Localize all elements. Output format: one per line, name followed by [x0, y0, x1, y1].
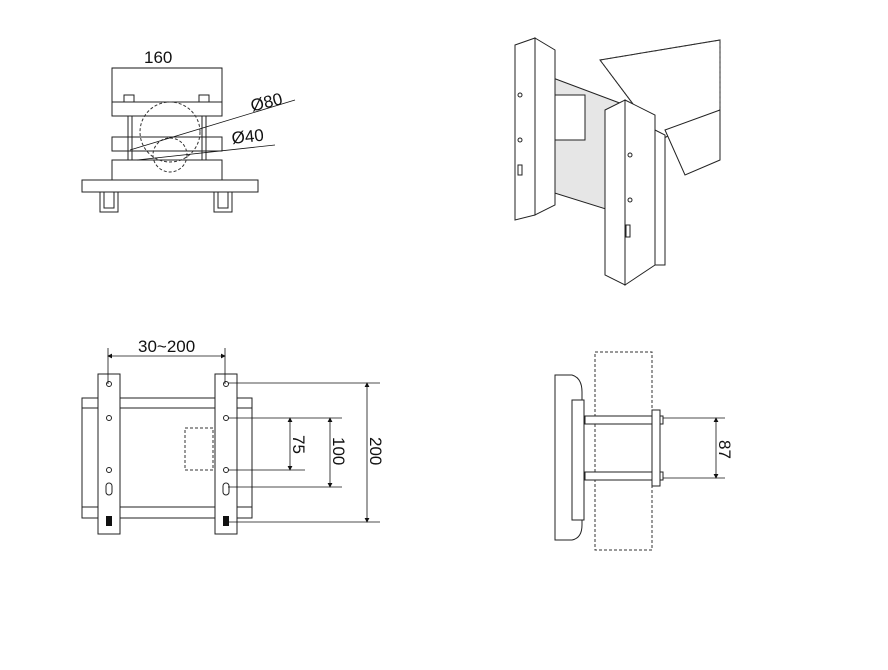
side-view: 87 — [554, 351, 734, 551]
dimension-100-label: 100 — [329, 437, 348, 465]
dimension-diameter-40-label: Ø40 — [231, 126, 265, 148]
dimension-diameter-80-label: Ø80 — [249, 89, 285, 115]
dimension-87-label: 87 — [715, 440, 734, 459]
dimension-75-label: 75 — [289, 435, 308, 454]
dimension-160-label: 160 — [144, 48, 172, 67]
clamp-front-view: 160 Ø80 Ø40 — [81, 48, 296, 213]
dimension-30-200-label: 30~200 — [138, 337, 195, 356]
mount-front-view: 30~200 75 100 200 — [81, 337, 385, 535]
dimension-200-label: 200 — [366, 437, 385, 465]
isometric-view — [514, 37, 721, 286]
